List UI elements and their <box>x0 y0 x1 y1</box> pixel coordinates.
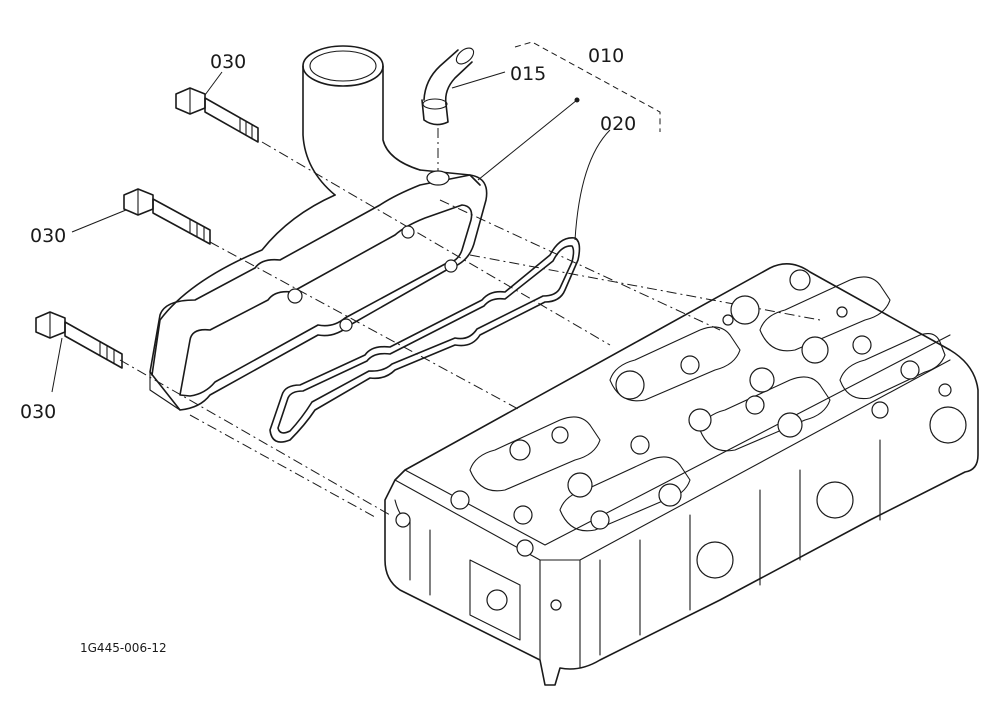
label-elbow-pipe: 015 <box>510 63 546 85</box>
figure-code: 1G445-006-12 <box>80 641 167 655</box>
bolt-middle <box>123 188 211 245</box>
water-outlet-housing <box>149 45 488 411</box>
assembly-bracket <box>514 41 661 132</box>
label-bolt-middle: 030 <box>30 225 66 247</box>
label-bolt-bottom: 030 <box>20 401 56 423</box>
leader-dot <box>574 97 580 103</box>
bolt-top <box>175 87 259 143</box>
cylinder-head <box>384 263 979 686</box>
leader-lines <box>51 71 611 393</box>
gasket <box>269 237 581 443</box>
label-bolt-top: 030 <box>210 51 246 73</box>
label-assembly: 010 <box>588 45 624 67</box>
bolt-bottom <box>35 311 123 369</box>
elbow-pipe <box>421 47 475 126</box>
label-gasket: 020 <box>600 113 636 135</box>
alignment-lines <box>119 128 821 518</box>
